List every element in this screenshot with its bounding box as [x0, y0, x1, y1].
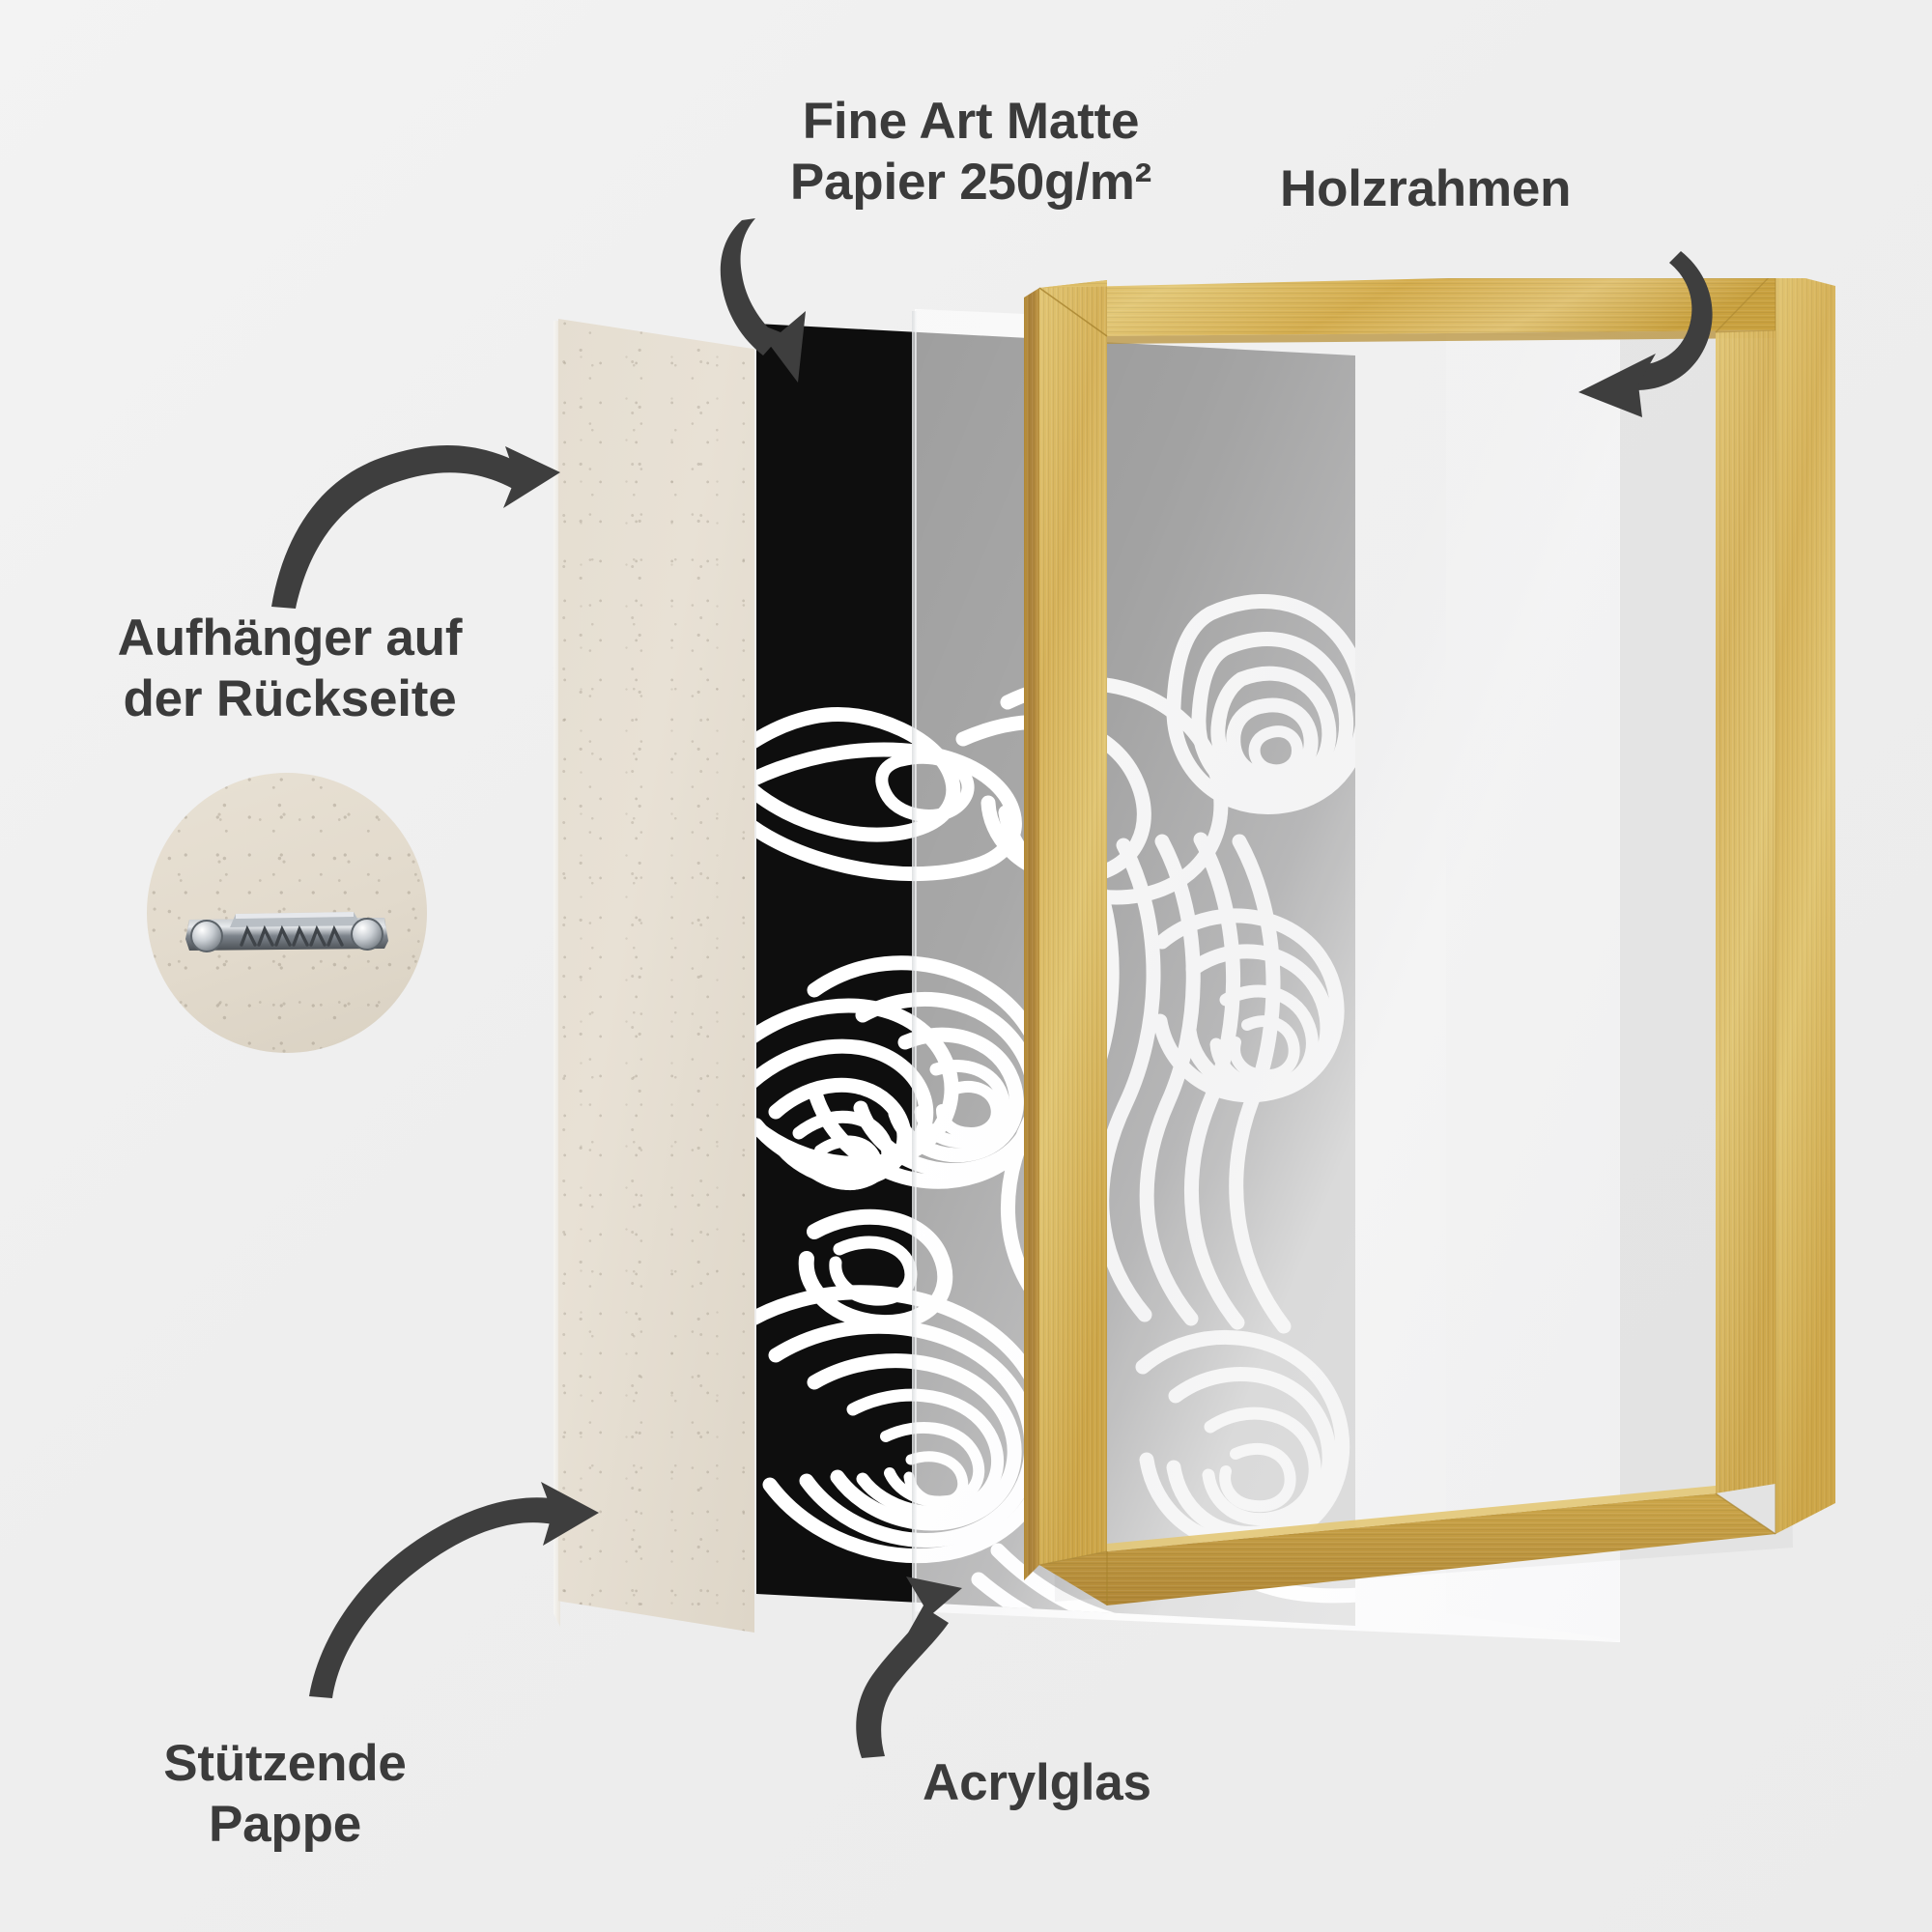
wooden-frame-layer — [1024, 278, 1835, 1631]
arrow-to-cardboard-top-head — [503, 446, 560, 508]
arrow-to-cardboard-bottom — [309, 1497, 558, 1698]
frame-graphic — [1024, 278, 1835, 1605]
cardboard-side-edge — [554, 321, 560, 1627]
label-hanger-back: Aufhänger auf der Rückseite — [117, 610, 463, 727]
label-acrylic-glass: Acrylglas — [923, 1754, 1151, 1811]
label-supporting-cardboard: Stützende Pappe — [163, 1735, 407, 1853]
arrow-to-acrylic — [856, 1609, 949, 1758]
sawtooth-hanger-icon — [185, 912, 388, 952]
arrow-to-cardboard-top — [271, 445, 523, 609]
cardboard-backing-layer — [558, 319, 754, 1633]
label-wooden-frame: Holzrahmen — [1280, 160, 1572, 217]
label-fine-art-paper: Fine Art Matte Papier 250g/m² — [789, 93, 1152, 211]
hanger-detail-circle — [147, 773, 427, 1053]
acrylic-glass-sheen — [1446, 311, 1620, 1640]
acrylic-glass-edge — [912, 311, 917, 1638]
